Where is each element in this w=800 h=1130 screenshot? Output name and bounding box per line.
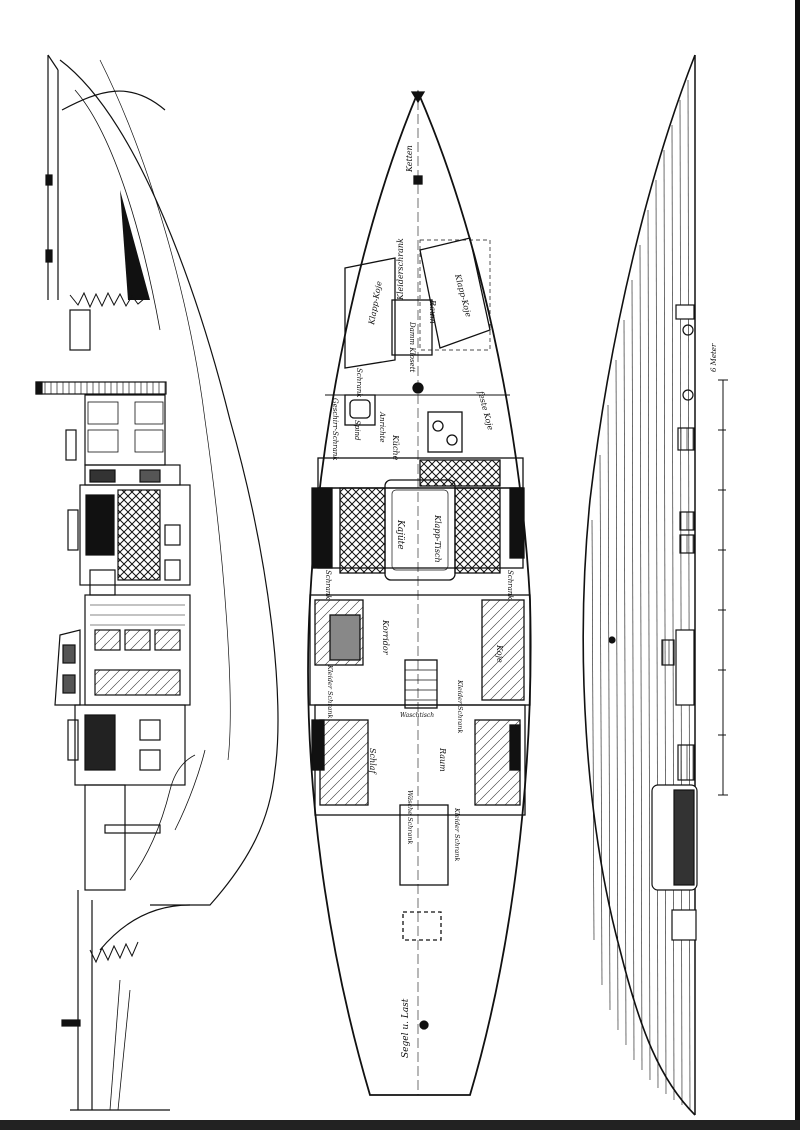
label-raum: Raum xyxy=(428,299,437,324)
label-klapp-tisch: Klapp-Tisch xyxy=(433,514,442,563)
deck-plan xyxy=(307,89,532,1096)
label-schrank-2: Schrank xyxy=(324,570,332,600)
label-schlaf: Schlaf xyxy=(368,748,377,775)
label-raum-2: Raum xyxy=(438,747,447,772)
scale-bar xyxy=(718,379,728,796)
label-ketten: Ketten xyxy=(405,145,414,173)
label-korridor: Korridor xyxy=(381,619,390,656)
scan-edge-right xyxy=(795,0,800,1130)
label-waschtisch: Waschtisch xyxy=(400,712,434,719)
label-kajute: Kajüte xyxy=(395,519,405,550)
label-meter: 6 Meter xyxy=(710,343,718,372)
label-kleider-schrank-1: Kleider Schrank xyxy=(326,664,334,718)
label-kleider-schrank-2: Kleider Schrank xyxy=(456,679,464,733)
label-kuche: Küche xyxy=(391,434,400,461)
label-schrank-3: Schrank xyxy=(506,570,514,600)
label-segel-last: Segel u. Last xyxy=(401,998,411,1058)
label-klapp-koje-right: Klapp-Koje xyxy=(453,272,473,318)
deck-planks xyxy=(591,79,691,1111)
label-kleiderschrank: Kleiderschrank xyxy=(396,238,405,301)
label-spind: Spind xyxy=(353,420,361,441)
deck-view xyxy=(582,54,698,1116)
label-kleider-schrank-3: Kleider Schrank xyxy=(453,807,461,861)
label-anrichte: Anrichte xyxy=(378,411,386,443)
section-view xyxy=(35,54,279,1111)
scan-edge-bottom xyxy=(0,1120,800,1130)
label-koje: Koje xyxy=(495,644,504,663)
label-wasche-schrank: Wäsche Schrank xyxy=(406,790,414,845)
label-damm-klosett: Damm Klosett xyxy=(408,321,416,373)
label-schrank-1: Schrank xyxy=(355,368,363,398)
label-feste-koje: feste Koje xyxy=(476,389,495,431)
label-geschirr-schrank: Geschirr-Schrank xyxy=(331,398,339,461)
plan-labels: Ketten Klapp-Koje Kleiderschrank Raum Kl… xyxy=(324,145,718,1058)
label-klapp-koje-left: Klapp-Koje xyxy=(367,280,384,326)
